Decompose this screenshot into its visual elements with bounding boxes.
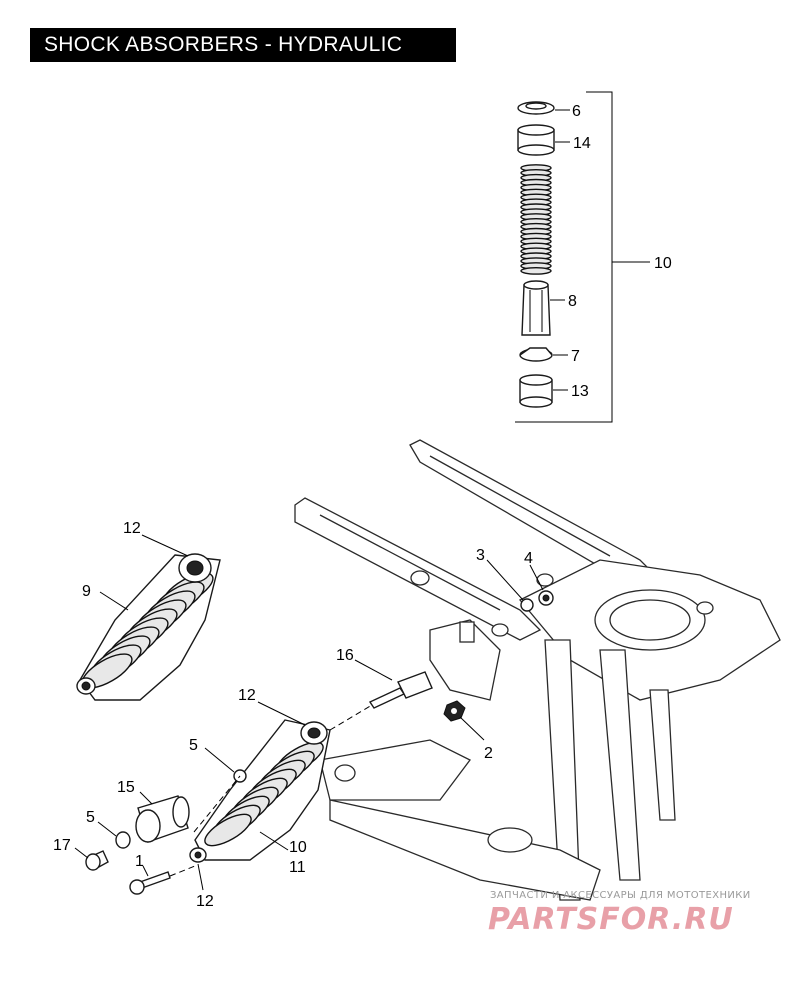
callout-17: 17 bbox=[53, 837, 71, 854]
callout-9: 9 bbox=[82, 583, 91, 600]
callout-11: 11 bbox=[289, 859, 306, 876]
callouts: 6 14 10 8 7 13 12 9 3 4 16 2 12 5 15 5 1… bbox=[53, 103, 672, 910]
callout-10-bottom: 10 bbox=[289, 839, 307, 856]
callout-10-top: 10 bbox=[654, 255, 672, 272]
diagram-title: SHOCK ABSORBERS - HYDRAULIC bbox=[30, 28, 456, 62]
leader-lines bbox=[74, 109, 570, 891]
callout-14: 14 bbox=[573, 135, 591, 152]
callout-6: 6 bbox=[572, 103, 581, 120]
watermark-logo: PARTSFOR.RU bbox=[488, 902, 734, 937]
shock-absorber-left bbox=[76, 553, 221, 701]
callout-4: 4 bbox=[524, 550, 533, 567]
watermark-tagline: ЗАПЧАСТИ И АКСЕССУАРЫ ДЛЯ МОТОТЕХНИКИ bbox=[490, 890, 751, 901]
callout-8: 8 bbox=[568, 293, 577, 310]
coil-spring bbox=[520, 164, 552, 275]
callout-16: 16 bbox=[336, 647, 354, 664]
shock-coils-installed bbox=[204, 741, 324, 847]
callout-12-mid: 12 bbox=[238, 687, 256, 704]
callout-3: 3 bbox=[476, 547, 485, 564]
callout-1: 1 bbox=[135, 853, 144, 870]
callout-5-lower: 5 bbox=[86, 809, 95, 826]
callout-15: 15 bbox=[117, 779, 135, 796]
shock-coils-left bbox=[81, 572, 214, 689]
callout-12-left: 12 bbox=[123, 520, 141, 537]
coil-turn bbox=[204, 813, 252, 847]
spring-turn bbox=[520, 266, 552, 275]
shock-components-exploded bbox=[515, 91, 650, 423]
callout-2: 2 bbox=[484, 745, 493, 762]
callout-5-upper: 5 bbox=[189, 737, 198, 754]
callout-12-bottom: 12 bbox=[196, 893, 214, 910]
frame-assembly bbox=[294, 439, 781, 901]
shock-absorber-installed bbox=[189, 719, 331, 863]
callout-7: 7 bbox=[571, 348, 580, 365]
hardware bbox=[85, 590, 554, 895]
callout-13: 13 bbox=[571, 383, 589, 400]
